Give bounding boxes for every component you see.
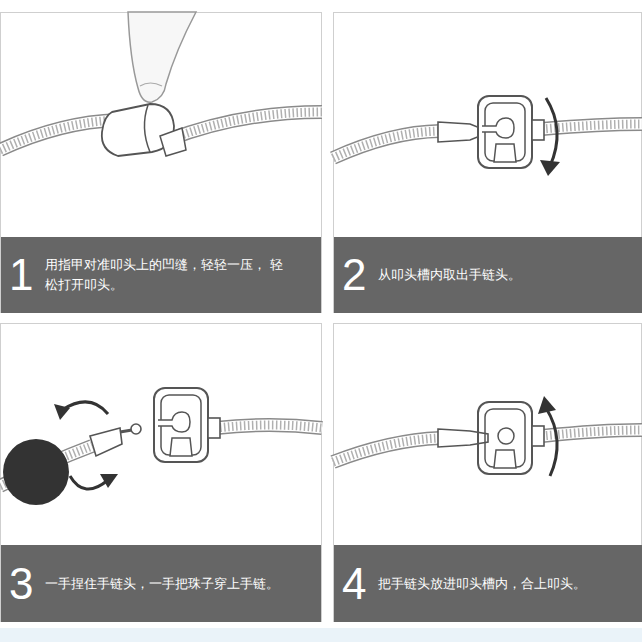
chain-fill: [333, 438, 440, 462]
clasp-tube: [208, 418, 220, 438]
step-band: 4 把手链头放进叩头槽内，合上叩头。: [334, 545, 642, 622]
rotate-arrow: [546, 98, 557, 166]
step-text: 用指甲对准叩头上的凹缝，轻轻一压， 轻松打开叩头。: [45, 255, 285, 295]
step-number: 4: [342, 562, 372, 606]
step-band: 2 从叩头槽内取出手链头。: [334, 237, 642, 313]
clasp-open: [438, 96, 544, 168]
chain-texture: [0, 120, 118, 150]
chain-texture: [216, 425, 322, 428]
clasp-open: [438, 402, 544, 474]
clasp-shell: [478, 402, 532, 474]
clasp-slot: [494, 450, 516, 468]
arrow-head: [54, 404, 70, 420]
clasp-slot: [170, 438, 192, 456]
rotate-arrow: [546, 408, 557, 476]
step-band: 1用指甲对准叩头上的凹缝，轻轻一压， 轻松打开叩头。: [1, 237, 321, 313]
clasp-inner: [485, 409, 525, 467]
chain-end-tube: [90, 428, 122, 456]
step-text: 一手捏住手链头，一手把珠子穿上手链。: [45, 574, 279, 594]
panel-frame: [1, 324, 322, 622]
clasp-pin: [158, 412, 190, 432]
fingernail: [140, 83, 162, 86]
step-number: 2: [342, 253, 372, 297]
panel-frame: [1, 13, 322, 313]
chain-end-tube: [438, 429, 488, 447]
chain-outline: [168, 112, 322, 140]
chain-end-ball: [131, 424, 141, 434]
chain-outline: [333, 131, 440, 158]
chain-end-ball: [498, 428, 514, 444]
chain-outline: [0, 120, 118, 150]
chain: [0, 112, 642, 486]
clasp-shell: [154, 388, 208, 462]
step-text: 把手链头放进叩头槽内，合上叩头。: [378, 574, 586, 594]
clasp-3d: [102, 104, 186, 156]
finger: [128, 12, 196, 102]
bottom-strip: [0, 628, 642, 642]
clasp-seam: [144, 105, 150, 152]
chain-texture: [333, 438, 440, 462]
chain-outline: [333, 438, 440, 462]
step-number: 1: [9, 253, 39, 297]
panel-frame: [334, 13, 642, 313]
clasp-slot: [494, 144, 516, 162]
chain-end-tube: [438, 122, 480, 142]
step-text: 从叩头槽内取出手链头。: [378, 265, 521, 285]
chain-texture: [333, 131, 440, 158]
bead: [3, 439, 69, 505]
arrow-head: [100, 474, 118, 488]
clasp-open: [154, 388, 220, 462]
step-number: 3: [9, 562, 39, 606]
chain-fill: [0, 120, 118, 150]
clasp-tube: [160, 128, 186, 156]
chain-fill: [333, 131, 440, 158]
chain-outline: [216, 425, 322, 428]
clasp-shell: [478, 96, 532, 168]
clasp-tube: [532, 120, 544, 140]
chain-end-pin: [120, 430, 132, 432]
arrow-head: [540, 160, 560, 176]
panel-frame: [334, 324, 642, 622]
arrow-head: [538, 396, 556, 414]
clasp-tube: [532, 426, 544, 446]
chain-fill: [216, 425, 322, 428]
step-band: 3 一手捏住手链头，一手把珠子穿上手链。: [1, 545, 321, 622]
clasp-pin: [482, 118, 514, 138]
chain-fill: [168, 112, 322, 140]
chain-texture: [168, 112, 322, 140]
